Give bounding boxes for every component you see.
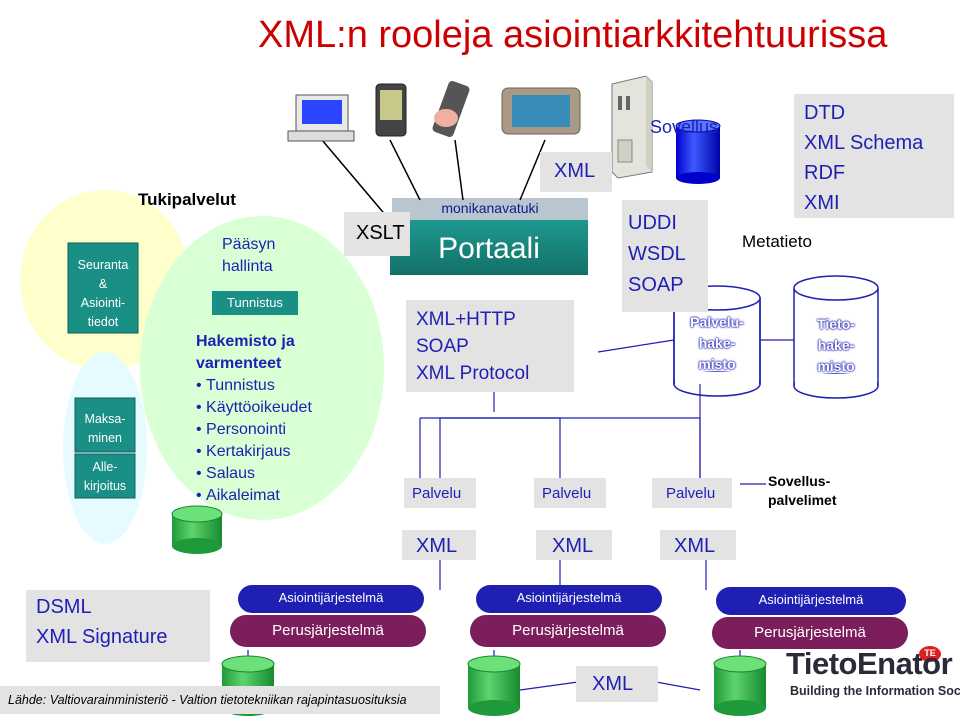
allekirjoitus-label: Alle-kirjoitus: [83, 460, 127, 493]
server-icon: [611, 75, 653, 179]
asiointi-pill-1: [238, 585, 424, 613]
bottom-green-cylinder-3: [713, 655, 767, 716]
xml-top-box: [540, 152, 612, 192]
dsml-box: [26, 590, 210, 662]
xml-signature-label: XML Signature: [36, 626, 168, 648]
perus-label-3: Perusjärjestelmä: [754, 624, 866, 641]
asiointi-label-2: Asiointijärjestelmä: [516, 590, 622, 605]
palvelu-box-2: [534, 478, 606, 508]
allekirjoitus-box: [74, 453, 136, 499]
xml-bottom-label: XML: [592, 673, 634, 695]
palvelu-box-3: [652, 478, 732, 508]
palvelu-box-1: [404, 478, 476, 508]
sovelluspalvelimet-label: Sovellus-palvelimet: [768, 473, 837, 508]
protocols-box: [406, 300, 574, 392]
metatieto-label: Metatieto: [742, 232, 812, 251]
maksaminen-label: Maksa-minen: [84, 412, 126, 445]
palveluhakemisto-label: Palvelu-hake-misto: [690, 314, 744, 372]
tunnistus-tab-label: Tunnistus: [227, 295, 283, 310]
xml-row-label-3: XML: [674, 535, 716, 557]
monikanavatuki-label: monikanavatuki: [441, 200, 539, 216]
dsml-label: DSML: [36, 596, 92, 618]
list-item: Salaus: [196, 463, 312, 485]
xml-row-label-1: XML: [416, 535, 458, 557]
xslt-label: XSLT: [356, 222, 405, 244]
xml-top-label: XML: [554, 160, 596, 182]
perus-pill-3: [712, 617, 908, 649]
asiointi-pill-2: [476, 585, 662, 613]
palvelu-label-1: Palvelu: [412, 485, 462, 502]
seuranta-box: [67, 242, 139, 334]
tietoenator-badge: [919, 646, 941, 662]
list-item: Aikaleimat: [196, 485, 312, 507]
xslt-box: [344, 212, 410, 256]
computer-icon: [287, 94, 355, 142]
xml-bottom-box: [576, 666, 658, 702]
mobile-phone-icon: [432, 80, 470, 138]
tietohakemisto-cylinder: [793, 275, 879, 399]
portaali-label: Portaali: [438, 232, 540, 265]
asiointi-pill-3: [716, 587, 906, 615]
tunnistus-tab: [212, 291, 298, 315]
list-item: Kertakirjaus: [196, 441, 312, 463]
maksaminen-box: [74, 397, 136, 453]
palvelu-label-2: Palvelu: [542, 485, 592, 502]
list-item: Käyttöoikeudet: [196, 397, 312, 419]
sovellus-label: Sovellus: [650, 117, 719, 137]
tietohakemisto-label: Tieto-hake-misto: [817, 316, 855, 374]
left-green-cylinder: [171, 505, 223, 554]
bottom-green-cylinder-2: [467, 655, 521, 716]
standards-box: [794, 94, 954, 218]
xml-row-box-2: [536, 530, 612, 560]
source-caption: Lähde: Valtiovarainministeriö - Valtion …: [8, 693, 407, 707]
page-title: XML:n rooleja asiointiarkkitehtuurissa: [258, 14, 888, 56]
asiointi-label-1: Asiointijärjestelmä: [278, 590, 384, 605]
perus-label-1: Perusjärjestelmä: [272, 622, 384, 639]
registry-protocols-box: [622, 200, 708, 312]
perus-pill-1: [230, 615, 426, 647]
monikanavatuki-bar: [392, 198, 588, 220]
palvelu-label-3: Palvelu: [666, 485, 716, 502]
tv-icon: [501, 87, 581, 135]
perus-label-2: Perusjärjestelmä: [512, 622, 624, 639]
list-item: Tunnistus: [196, 375, 312, 397]
tietoenator-logo: TietoEnator: [786, 646, 953, 681]
xml-row-label-2: XML: [552, 535, 594, 557]
tietoenator-tagline: Building the Information Society: [790, 684, 960, 698]
tukipalvelut-label: Tukipalvelut: [138, 190, 236, 209]
sovellus-cylinder: [675, 119, 721, 184]
xml-row-box-1: [402, 530, 476, 560]
list-item: Personointi: [196, 419, 312, 441]
portaali-box: [390, 213, 588, 275]
seuranta-label: Seuranta&Asiointi-tiedot: [77, 258, 129, 329]
perus-pill-2: [470, 615, 666, 647]
tietoenator-badge-label: TE: [924, 648, 936, 658]
security-bullet-list: Tunnistus Käyttöoikeudet Personointi Ker…: [196, 375, 312, 507]
xml-row-box-3: [660, 530, 736, 560]
asiointi-label-3: Asiointijärjestelmä: [758, 592, 864, 607]
pda-icon: [375, 83, 407, 137]
source-box: [0, 686, 440, 714]
